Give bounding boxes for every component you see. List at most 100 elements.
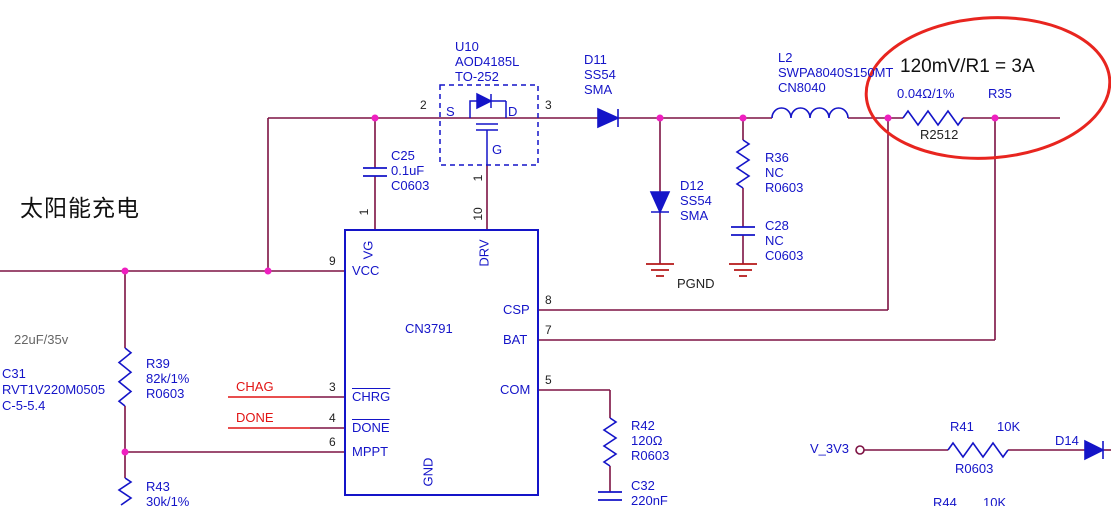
ground-symbol-d12 — [646, 263, 674, 277]
ic-pin-vg-label: VG — [360, 240, 376, 260]
annotation-ellipse — [864, 16, 1111, 160]
d12-refdes-label: D12 — [680, 178, 704, 193]
ic-pin10-number: 10 — [471, 207, 485, 221]
d11-part-label: SS54 — [584, 67, 616, 82]
u10-pin2-number: 2 — [420, 98, 427, 112]
ic-pin-chrg-label: CHRG — [352, 389, 391, 404]
current-formula-annotation: 120mV/R1 = 3A — [900, 56, 1035, 77]
ic-pin7-number: 7 — [545, 323, 552, 337]
r42-package-label: R0603 — [631, 448, 670, 463]
mosfet-u10-symbol — [439, 84, 539, 166]
d12-part-label: SS54 — [680, 193, 712, 208]
net-wire-chag-done — [228, 396, 310, 429]
ic-pin-done-label: DONE — [352, 420, 390, 435]
ic-cn3791-body — [344, 229, 539, 496]
c32-refdes-label: C32 — [631, 478, 655, 493]
l2-package-label: CN8040 — [778, 80, 826, 95]
ic-pin-mppt-label: MPPT — [352, 444, 389, 459]
r41-refdes-label: R41 — [950, 419, 974, 434]
c32-value-label: 220nF — [631, 493, 668, 506]
d14-refdes-label: D14 — [1055, 433, 1079, 448]
r43-refdes-label: R43 — [146, 479, 170, 494]
done-net-label: DONE — [236, 410, 274, 425]
c25-package-label: C0603 — [391, 178, 430, 193]
r35-spec-label: 0.04Ω/1% — [897, 86, 955, 101]
u10-pin3-number: 3 — [545, 98, 552, 112]
c28-refdes-label: C28 — [765, 218, 789, 233]
ic-pin-com-label: COM — [500, 382, 531, 397]
c31-refdes-label: C31 — [2, 366, 26, 381]
r41-value-label: 10K — [997, 419, 1021, 434]
d11-refdes-label: D11 — [584, 52, 607, 67]
ic-pin8-number: 8 — [545, 293, 552, 307]
ic-pin-drv-label: DRV — [476, 239, 492, 267]
r41-package-label: R0603 — [955, 461, 994, 476]
ic-pin-vcc-label: VCC — [352, 263, 380, 278]
r39-value-label: 82k/1% — [146, 371, 190, 386]
junction-dots — [121, 114, 999, 456]
schematic-title: 太阳能充电 — [20, 195, 140, 221]
c28-package-label: C0603 — [765, 248, 804, 263]
u10-pin-d-label: D — [508, 104, 518, 119]
d11-package-label: SMA — [584, 82, 613, 97]
c31-part-label: RVT1V220M0505 — [2, 382, 106, 397]
resistor-r42-symbol — [602, 417, 618, 467]
net-port-circle-v3v3 — [855, 445, 865, 455]
wires — [0, 117, 1111, 492]
r42-value-label: 120Ω — [631, 433, 663, 448]
r36-refdes-label: R36 — [765, 150, 789, 165]
u10-pin1-number: 1 — [471, 174, 485, 182]
resistor-r35-symbol — [902, 109, 964, 127]
capacitor-c32-symbol — [598, 491, 622, 501]
capacitor-c28-symbol — [731, 226, 755, 236]
r39-refdes-label: R39 — [146, 356, 170, 371]
r42-refdes-label: R42 — [631, 418, 655, 433]
c28-value-label: NC — [765, 233, 784, 248]
c25-refdes-label: C25 — [391, 148, 415, 163]
ic-pin-gnd-label: GND — [420, 457, 436, 487]
r43-value-label: 30k/1% — [146, 494, 190, 506]
ic-pin6-number: 6 — [329, 435, 336, 449]
v3v3-net-label: V_3V3 — [810, 441, 850, 456]
l2-part-label: SWPA8040S150MT — [778, 65, 894, 80]
c31-rating-label: 22uF/35v — [14, 332, 69, 347]
r36-value-label: NC — [765, 165, 784, 180]
ic-pin-bat-label: BAT — [503, 332, 528, 347]
r39-package-label: R0603 — [146, 386, 185, 401]
l2-refdes-label: L2 — [778, 50, 793, 65]
pgnd-net-label: PGND — [677, 276, 715, 291]
resistor-r36-symbol — [735, 139, 751, 189]
u10-refdes-label: U10 — [455, 39, 479, 54]
resistor-symbols — [117, 109, 1009, 506]
ground-symbol-c28 — [729, 263, 757, 277]
diode-d12-symbol — [649, 191, 671, 214]
u10-part-label: AOD4185L — [455, 54, 520, 69]
u10-package-label: TO-252 — [455, 69, 499, 84]
ic-pin-csp-label: CSP — [503, 302, 530, 317]
resistor-r41-symbol — [947, 441, 1009, 459]
r44-refdes-label: R44 — [933, 495, 957, 506]
r35-refdes-label: R35 — [988, 86, 1012, 101]
ic-pin1-number: 1 — [357, 208, 371, 216]
r44-value-label: 10K — [983, 495, 1007, 506]
ic-pin9-number: 9 — [329, 254, 336, 268]
ic-pin3-number: 3 — [329, 380, 336, 394]
capacitor-c25-symbol — [363, 167, 387, 177]
u10-pin-g-label: G — [492, 142, 503, 157]
diode-d14-symbol — [1084, 439, 1105, 461]
r35-package-label: R2512 — [920, 127, 959, 142]
inductor-l2-symbol — [771, 107, 849, 119]
r36-package-label: R0603 — [765, 180, 804, 195]
ic-name-label: CN3791 — [405, 321, 453, 336]
ic-pin4-number: 4 — [329, 411, 336, 425]
chag-net-label: CHAG — [236, 379, 274, 394]
d12-package-label: SMA — [680, 208, 709, 223]
c25-value-label: 0.1uF — [391, 163, 425, 178]
ic-pin5-number: 5 — [545, 373, 552, 387]
resistor-r43-symbol — [117, 477, 133, 506]
u10-pin-s-label: S — [446, 104, 455, 119]
diode-d11-symbol — [597, 107, 620, 129]
resistor-r39-symbol — [117, 347, 133, 407]
